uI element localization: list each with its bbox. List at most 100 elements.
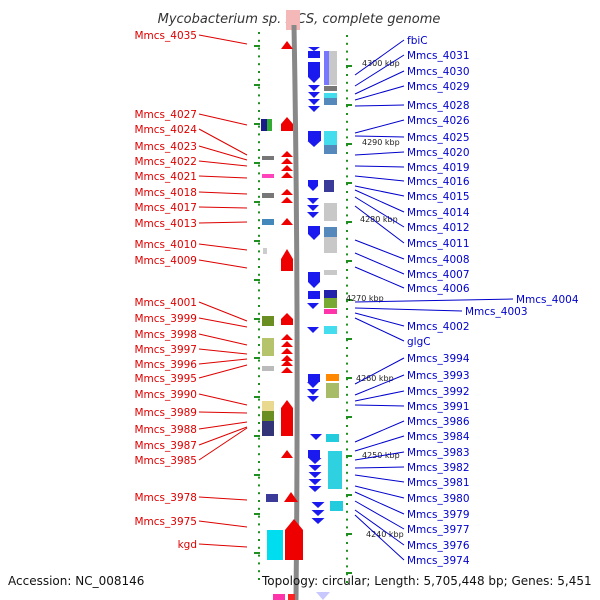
- gene-label-left: Mmcs_3996: [134, 359, 197, 371]
- gene-arrow: [308, 486, 322, 492]
- leader-line: [198, 496, 248, 501]
- tick-dot: [258, 484, 260, 487]
- tick-dot: [258, 71, 260, 73]
- tick-mark: [346, 299, 352, 301]
- tick-dot: [346, 42, 348, 45]
- tick-mark: [254, 318, 260, 320]
- tick-dot: [346, 50, 348, 53]
- gene-arrow: [307, 389, 319, 395]
- leader-line: [198, 393, 248, 406]
- tick-dot: [258, 429, 260, 432]
- gene-block: [262, 219, 274, 225]
- tick-mark: [346, 377, 352, 379]
- gene-label-right: Mmcs_3993: [407, 370, 470, 382]
- gene-block: [261, 119, 267, 131]
- gene-block: [324, 203, 337, 221]
- tick-dot: [258, 351, 260, 354]
- tick-dot: [258, 110, 260, 112]
- gene-block: [326, 383, 339, 398]
- leader-line: [198, 113, 248, 126]
- gene-block: [324, 51, 329, 85]
- gene-block: [308, 131, 321, 141]
- gene-label-left: Mmcs_4013: [134, 218, 197, 230]
- gene-arrow: [308, 479, 322, 485]
- gene-label-right: Mmcs_4011: [407, 238, 470, 250]
- tick-dot: [258, 476, 260, 479]
- tick-dot: [346, 526, 348, 529]
- tick-dot: [258, 133, 260, 136]
- gene-block: [281, 259, 293, 271]
- gene-arrow: [307, 382, 319, 388]
- tick-mark: [346, 455, 352, 457]
- gene-label-left: Mmcs_3975: [134, 516, 197, 528]
- tick-dot: [258, 367, 260, 370]
- gene-label-left: Mmcs_4021: [134, 171, 197, 183]
- gene-block: [308, 374, 320, 382]
- gene-arrow: [307, 396, 319, 402]
- tick-dot: [258, 125, 260, 128]
- tick-dot: [346, 417, 348, 420]
- tick-dot: [346, 581, 348, 583]
- tick-dot: [346, 113, 348, 115]
- gene-label-right: Mmcs_4030: [407, 66, 470, 78]
- tick-mark: [346, 65, 352, 67]
- gene-label-left: Mmcs_4001: [134, 297, 197, 309]
- gene-label-right: Mmcs_3992: [407, 386, 470, 398]
- right-strand-features: [307, 47, 343, 524]
- tick-dot: [258, 250, 260, 253]
- gene-block: [266, 494, 278, 502]
- tick-mark: [346, 572, 352, 574]
- gene-label-right: Mmcs_4012: [407, 222, 470, 234]
- gene-block: [285, 530, 303, 560]
- gene-label-left: Mmcs_4024: [134, 124, 197, 136]
- tick-dot: [258, 468, 260, 471]
- leader-line: [198, 333, 248, 346]
- leader-line: [354, 500, 405, 530]
- gene-arrow: [307, 327, 319, 333]
- tick-dot: [258, 117, 260, 120]
- gene-arrow: [308, 106, 320, 112]
- tick-dot: [258, 554, 260, 557]
- gene-arrow: [281, 313, 293, 319]
- gene-arrow: [281, 450, 293, 458]
- tick-mark: [254, 513, 260, 515]
- tick-dot: [346, 534, 348, 537]
- tick-dot: [346, 510, 348, 513]
- tick-dot: [346, 495, 348, 498]
- gene-block: [330, 501, 343, 511]
- tick-dot: [258, 63, 260, 66]
- gene-arrow: [281, 165, 293, 171]
- tick-mark: [346, 338, 352, 340]
- tick-dot: [258, 390, 260, 393]
- tick-mark: [346, 104, 352, 106]
- gene-label-left: Mmcs_3995: [134, 373, 197, 385]
- tick-dot: [346, 269, 348, 271]
- leader-line: [198, 128, 248, 156]
- tick-dot: [258, 539, 260, 541]
- tick-dot: [258, 219, 260, 222]
- gene-label-left: Mmcs_3989: [134, 407, 197, 419]
- gene-arrow: [307, 303, 319, 309]
- leader-line: [354, 175, 405, 182]
- gene-label-right: Mmcs_4002: [407, 321, 470, 333]
- tick-dot: [258, 273, 260, 276]
- gene-block: [324, 270, 337, 275]
- gene-block: [281, 408, 293, 436]
- tick-dot: [346, 432, 348, 435]
- gene-arrow: [281, 218, 293, 225]
- gene-block: [262, 421, 274, 436]
- gene-label-right: Mmcs_4004: [516, 294, 579, 306]
- tick-dot: [346, 191, 348, 193]
- tick-mark: [346, 494, 352, 496]
- gene-block: [324, 145, 337, 154]
- leader-line: [354, 466, 405, 469]
- gene-label-right: Mmcs_4025: [407, 132, 470, 144]
- gene-block: [267, 119, 272, 131]
- gene-label-right: Mmcs_3976: [407, 540, 470, 552]
- leader-line: [198, 160, 248, 167]
- tick-dot: [346, 183, 348, 186]
- gene-block: [326, 434, 339, 442]
- leader-line: [198, 145, 248, 161]
- gene-label-right: Mmcs_4008: [407, 254, 470, 266]
- leader-line: [354, 474, 405, 483]
